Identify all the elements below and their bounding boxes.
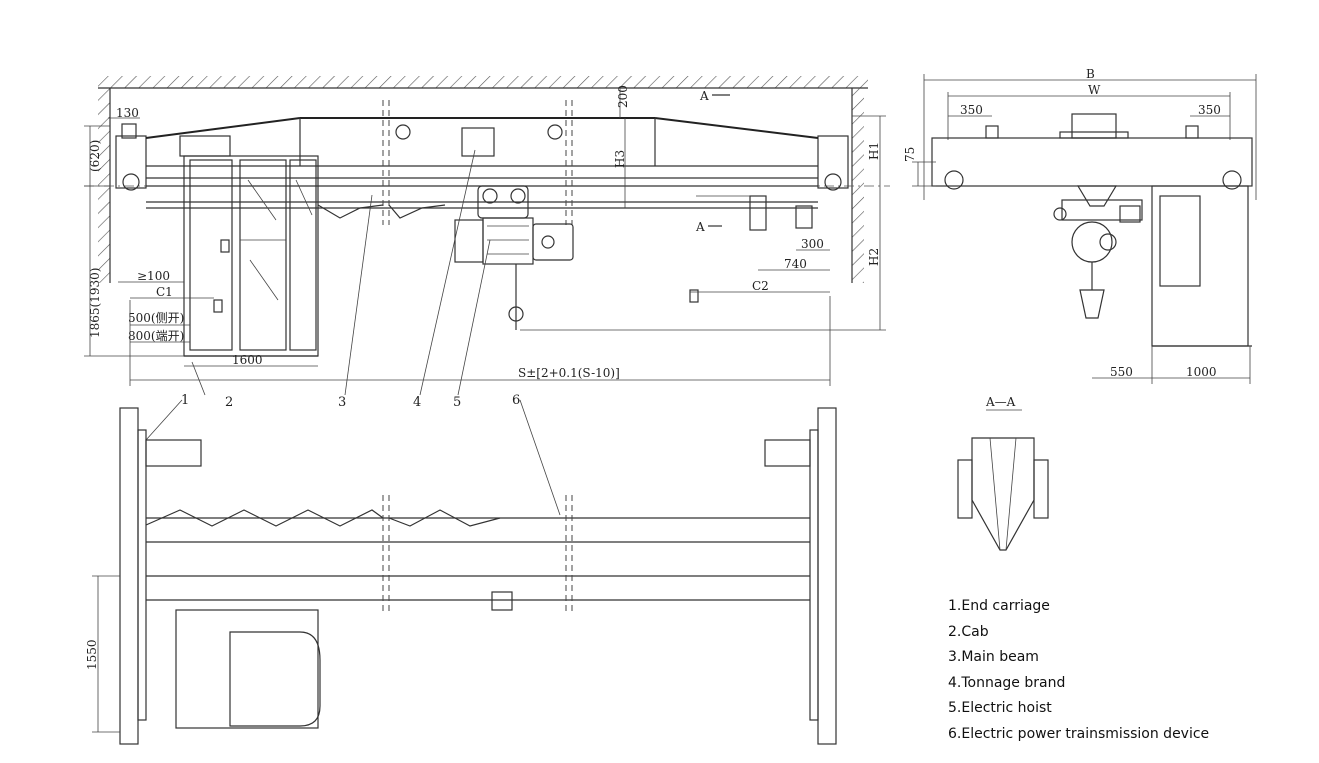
operator-cab [179,135,319,357]
dim-800-label: 800(端开) [128,329,184,343]
right-end-carriage-plan [817,407,837,745]
part-number-6: 6 [512,393,520,408]
dim-740-label: 740 [784,257,807,271]
parts-legend: 1.End carriage 2.Cab 3.Main beam 4.Tonna… [948,594,1209,748]
right-end-carriage [817,135,849,189]
dim-75-label: 75 [903,147,917,162]
dim-h1-label: H1 [867,142,881,160]
plan-view: 1550 [85,407,837,745]
dim-c2-label: C2 [752,279,769,293]
part-number-4: 4 [413,395,421,410]
section-aa-label: A—A [985,395,1016,409]
section-aa-profile [971,437,1035,551]
legend-item-power-transmission: 6.Electric power trainsmission device [948,725,1210,742]
dim-w-label: W [1088,83,1101,97]
part-number-2: 2 [225,395,233,410]
tonnage-brand [461,127,495,157]
dim-100-label: ≥100 [137,269,170,283]
dim-620-label: (620) [88,140,102,172]
dim-1865-label: 1865(1930) [88,268,102,338]
dim-span-label: S±[2+0.1(S-10)] [518,366,620,380]
left-wall-hatch [98,88,110,283]
dim-550-label: 550 [1110,365,1133,379]
main-beam-front [145,117,819,209]
festoon-cable-plan [145,509,384,527]
section-aa-view: A—A [957,395,1049,551]
right-wall-hatch [852,88,864,283]
end-carriage-side [931,137,1253,187]
legend-item-cab: 2.Cab [948,623,989,640]
part-number-3: 3 [338,395,346,410]
dim-350-right-label: 350 [1198,103,1221,117]
dim-130-label: 130 [116,106,139,120]
section-a-top-label: A [699,89,709,103]
dim-1000-label: 1000 [1186,365,1217,379]
dim-300-label: 300 [801,237,824,251]
legend-item-electric-hoist: 5.Electric hoist [948,700,1052,717]
cab-plan [175,609,319,729]
dim-500-label: 500(侧开) [128,311,184,325]
dim-1550-label: 1550 [85,639,99,670]
part-number-1: 1 [181,393,189,408]
electric-hoist-side [1053,199,1143,319]
dim-350-left-label: 350 [960,103,983,117]
dim-h3-label: H3 [613,150,627,168]
electric-hoist-front [454,185,574,330]
left-end-carriage-plan [119,407,139,745]
front-elevation-view: A A (620) 1865(1930) 130 ≥100 C1 500(侧开)… [84,76,890,516]
dim-c1-label: C1 [156,285,173,299]
legend-item-end-carriage: 1.End carriage [948,598,1050,614]
ceiling-hatch [98,76,868,88]
dim-1600-label: 1600 [232,353,263,367]
part-number-labels: 1 2 3 4 5 6 [181,393,520,410]
section-a-mid-label: A [695,220,705,234]
legend-item-tonnage-brand: 4.Tonnage brand [948,674,1066,691]
dim-200-label: 200 [616,85,630,108]
side-view: B W 350 350 75 [903,67,1257,384]
left-end-carriage [115,135,147,189]
legend-item-main-beam: 3.Main beam [948,649,1039,666]
festoon-cable-front [317,204,384,219]
dim-h2-label: H2 [867,248,881,266]
part-number-5: 5 [453,395,461,410]
dim-b-label: B [1086,67,1095,81]
